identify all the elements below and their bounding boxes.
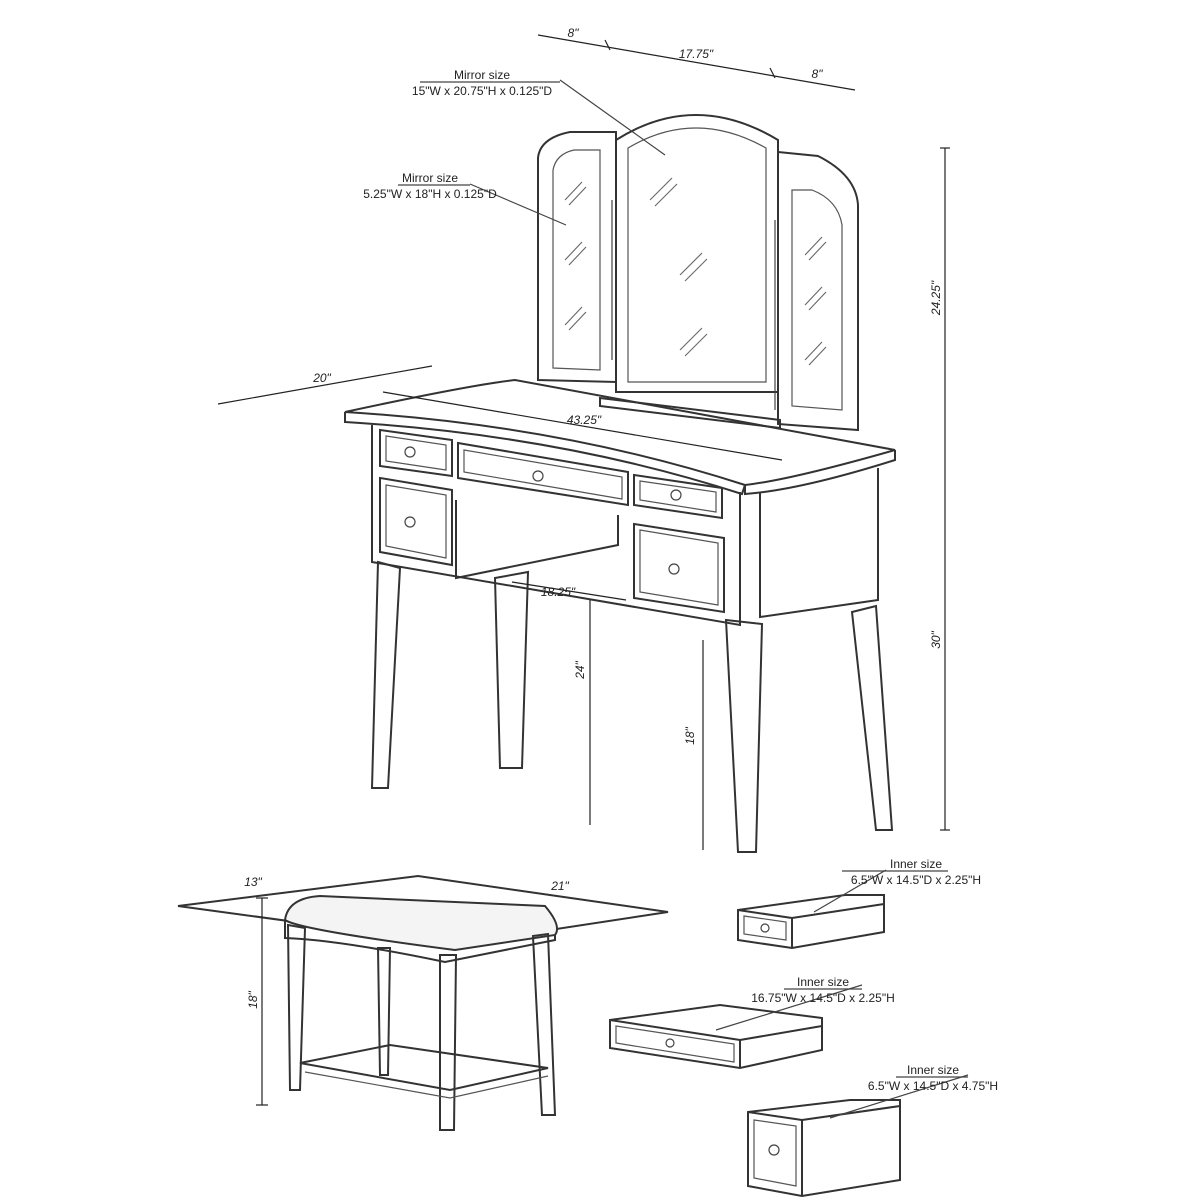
drawer-detail-wide: [609, 1003, 823, 1070]
table-top-right-edge: [744, 450, 896, 496]
table-leg-front-left: [370, 560, 402, 789]
dim-mirror-height: 24.25": [929, 280, 943, 316]
drawer-bottom-right: [633, 522, 725, 614]
dim-table-depth: 20": [312, 371, 331, 385]
vanity-table: [344, 378, 896, 853]
drawer-center: [457, 441, 629, 507]
drawer-3-size: 6.5"W x 14.5"D x 4.75"H: [868, 1079, 998, 1093]
stool-leg-back-right: [531, 932, 557, 1116]
table-leg-back-right: [850, 604, 894, 831]
left-mirror-panel: [537, 131, 617, 384]
center-mirror-glass: [627, 127, 767, 383]
stool-shelf: [299, 1043, 549, 1092]
label-underlines: [398, 81, 968, 1078]
left-mirror-glass: [552, 149, 601, 371]
drawer-knob: [404, 446, 416, 458]
stool-cushion: [283, 894, 558, 952]
table-leg-back-left: [493, 570, 530, 769]
dim-stool-depth: 13": [244, 875, 262, 889]
side-mirror-size: 5.25"W x 18"H x 0.125"D: [363, 187, 497, 201]
drawer-top-left: [379, 428, 453, 478]
labels: Mirror size 15"W x 20.75"H x 0.125"D Mir…: [244, 26, 998, 1093]
drawer-top-right: [633, 473, 723, 520]
dim-knee-width: 18.25": [541, 585, 576, 599]
dim-mirror-left-width: 8": [568, 26, 580, 40]
drawer-knob: [668, 563, 680, 575]
stool-apron: [284, 920, 556, 964]
right-mirror-glass: [791, 189, 843, 411]
stool-leg-back-left: [376, 947, 392, 1076]
drawer-detail-deep: [747, 1099, 901, 1198]
dim-table-width: 43.25": [567, 413, 602, 427]
center-mirror-panel: [615, 114, 779, 393]
side-mirror-title: Mirror size: [402, 171, 458, 185]
drawer-1-size: 6.5"W x 14.5"D x 2.25"H: [851, 873, 981, 887]
knee-opening: [455, 500, 619, 580]
stool-leg-front-right: [439, 954, 458, 1131]
drawer-2-title: Inner size: [797, 975, 849, 989]
drawer-knob: [670, 489, 682, 501]
drawer-3-title: Inner size: [907, 1063, 959, 1077]
drawer-knob: [532, 470, 544, 482]
dim-knee-height: 24": [573, 660, 587, 679]
table-apron-side: [759, 468, 879, 619]
dimension-lines: [217, 34, 969, 1119]
table-leg-front-right: [724, 618, 764, 853]
dim-mirror-right-width: 8": [812, 67, 824, 81]
tri-fold-mirror: [537, 114, 859, 432]
dim-stool-width: 21": [550, 879, 569, 893]
stool: [177, 874, 669, 1131]
center-mirror-title: Mirror size: [454, 68, 510, 82]
mirror-glare-marks: [564, 177, 827, 366]
dim-legroom-height: 18": [683, 726, 697, 744]
dim-stool-height: 18": [246, 990, 260, 1008]
right-mirror-panel: [777, 150, 859, 432]
drawer-2-size: 16.75"W x 14.5"D x 2.25"H: [751, 991, 895, 1005]
center-mirror-size: 15"W x 20.75"H x 0.125"D: [412, 84, 553, 98]
table-apron-front: [371, 425, 741, 627]
drawer-bottom-left: [379, 476, 453, 567]
stool-leg-front-left: [286, 923, 307, 1091]
dim-table-height: 30": [929, 630, 943, 648]
table-top-edge: [344, 412, 746, 496]
drawer-1-title: Inner size: [890, 857, 942, 871]
drawer-detail-small-top: [737, 894, 885, 950]
drawer-knob: [404, 516, 416, 528]
table-top: [344, 378, 896, 487]
dim-mirror-center-width: 17.75": [679, 47, 714, 61]
